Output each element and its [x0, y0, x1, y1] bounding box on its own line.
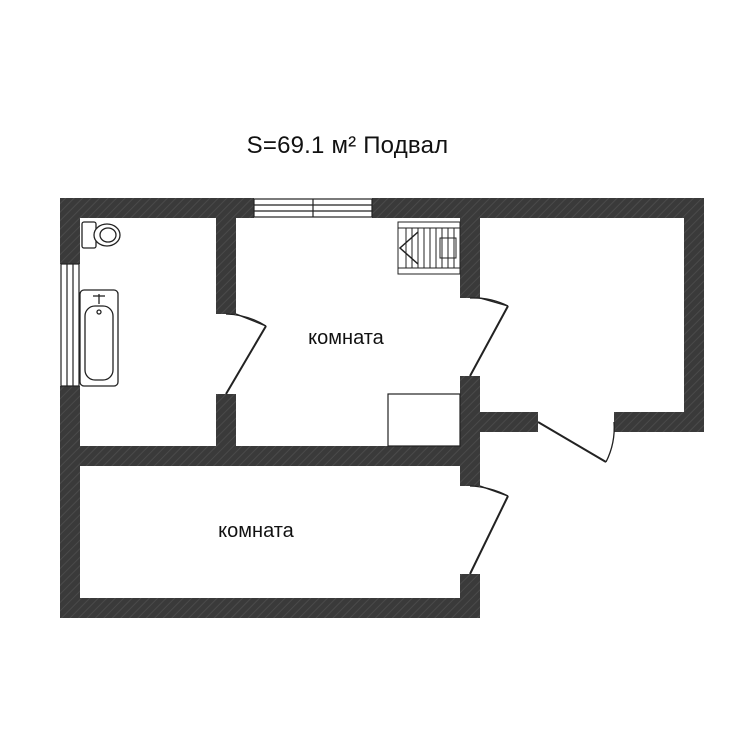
door-stair-room: [469, 297, 509, 377]
wall-top-right: [372, 198, 704, 218]
wall-middle-horizontal: [60, 446, 480, 466]
wall-center-upper: [460, 198, 480, 298]
door-lower-room: [469, 485, 509, 575]
wall-top-left: [60, 198, 254, 218]
bathtub-icon: [79, 289, 119, 387]
cabinet: [387, 393, 461, 447]
door-bathroom: [225, 313, 267, 395]
room-label-lower: комната: [218, 520, 295, 542]
door-right-room: [537, 421, 615, 463]
window-top: [253, 198, 373, 218]
wall-right-room-bottom-right: [614, 412, 704, 432]
plan-title: S=69.1 м² Подвал: [246, 132, 449, 159]
wall-right: [684, 198, 704, 432]
room-label-main: комната: [308, 327, 385, 349]
wall-right-room-bottom-left: [460, 412, 538, 432]
walls: [60, 198, 704, 618]
wall-bottom: [60, 598, 480, 618]
wall-left-upper: [60, 198, 80, 264]
window-left: [60, 263, 80, 387]
wall-center-lower: [460, 574, 480, 618]
toilet-icon: [81, 221, 121, 249]
staircase-icon: [397, 221, 461, 275]
wall-partition-a-upper: [216, 198, 236, 314]
wall-left-lower: [60, 386, 80, 618]
